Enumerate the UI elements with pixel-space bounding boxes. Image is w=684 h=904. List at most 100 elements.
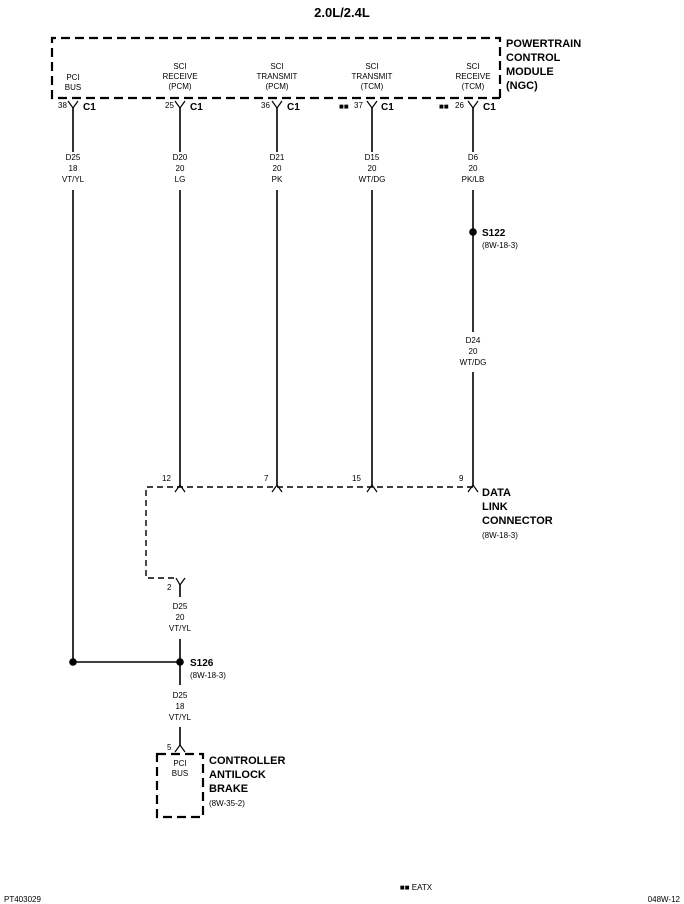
pcm-name-line-3: MODULE	[506, 66, 554, 78]
dlc-name-line-2: LINK	[482, 501, 508, 513]
pin-symbol	[467, 100, 479, 110]
pin-function-line: BUS	[65, 83, 81, 92]
wire-gauge: 18	[69, 164, 78, 173]
dlc-label: DATA LINK CONNECTOR (8W-18-3)	[482, 487, 553, 540]
abs-name-line-2: ANTILOCK	[209, 769, 266, 781]
pcm-pin-sci-transmit-pcm: SCI TRANSMIT (PCM) 36 C1 D21 20 PK	[257, 62, 301, 184]
dlc-name-line-1: DATA	[482, 487, 511, 499]
dlc-pin-number: 9	[459, 474, 464, 483]
pcm-pin-pci-bus: PCI BUS 38 C1 D25 18 VT/YL	[58, 73, 96, 184]
wire-color: LG	[175, 175, 186, 184]
pin-function-line: (TCM)	[462, 82, 485, 91]
abs-name-line-1: CONTROLLER	[209, 755, 285, 767]
page-number: 048W-12	[648, 895, 681, 904]
pin-function-line: SCI	[466, 62, 479, 71]
connector-id: C1	[381, 102, 394, 113]
pin-symbol	[271, 483, 283, 493]
pin-function-line: TRANSMIT	[352, 72, 393, 81]
wire-gauge: 20	[273, 164, 282, 173]
wire-color: WT/DG	[359, 175, 386, 184]
abs-ref: (8W-35-2)	[209, 799, 245, 808]
pin-function-line: RECEIVE	[162, 72, 197, 81]
dlc-pin-number: 12	[162, 474, 171, 483]
wire-d25-18-color: VT/YL	[169, 713, 192, 722]
wire-d25-18-gauge: 18	[176, 702, 185, 711]
dlc-pin-12: 12	[162, 474, 186, 493]
wire-color: VT/YL	[62, 175, 85, 184]
pin-function-line: SCI	[173, 62, 186, 71]
wire-gauge: 20	[176, 164, 185, 173]
pin-number: 26	[455, 101, 464, 110]
dlc-pin-number: 7	[264, 474, 269, 483]
abs-pin-function-line: PCI	[173, 759, 186, 768]
pin-function-line: PCI	[66, 73, 79, 82]
connector-id: C1	[287, 102, 300, 113]
dlc-pin-number: 15	[352, 474, 361, 483]
pcm-name-line-2: CONTROL	[506, 52, 561, 64]
pcm-box	[50, 36, 502, 100]
dlc-pin-7: 7	[264, 474, 283, 493]
pin-number: 38	[58, 101, 67, 110]
pin-number: 37	[354, 101, 363, 110]
eatx-marker: ■■	[339, 102, 349, 111]
wire-d25-20-code: D25	[173, 602, 188, 611]
dlc-name-line-3: CONNECTOR	[482, 515, 553, 527]
abs-pin-number: 5	[167, 743, 172, 752]
pin-symbol	[174, 483, 186, 493]
connector-id: C1	[83, 102, 96, 113]
wire-d24-code: D24	[466, 336, 481, 345]
pin-symbol	[67, 100, 79, 110]
dlc-pin-number: 2	[167, 583, 172, 592]
pcm-pin-sci-receive-tcm: SCI RECEIVE (TCM) ■■ 26 C1 D6 20 PK/LB	[439, 62, 496, 184]
wire-d24-gauge: 20	[469, 347, 478, 356]
wire-color: PK/LB	[462, 175, 485, 184]
abs-name-line-3: BRAKE	[209, 783, 248, 795]
wire-gauge: 20	[469, 164, 478, 173]
splice-s126-name: S126	[190, 658, 214, 669]
wire-code: D20	[173, 153, 188, 162]
pin-symbol	[271, 100, 283, 110]
pin-symbol	[174, 743, 186, 753]
pin-function-line: (PCM)	[168, 82, 191, 91]
dlc-box	[145, 486, 473, 579]
abs-label: CONTROLLER ANTILOCK BRAKE (8W-35-2)	[209, 755, 285, 808]
abs-controller-box	[155, 752, 205, 819]
diagram-title: 2.0L/2.4L	[314, 5, 370, 20]
pin-function-line: RECEIVE	[455, 72, 490, 81]
pin-function-line: SCI	[270, 62, 283, 71]
eatx-marker: ■■	[439, 102, 449, 111]
pin-symbol	[174, 100, 186, 110]
connector-id: C1	[483, 102, 496, 113]
pin-symbol	[366, 483, 378, 493]
wire-color: PK	[272, 175, 283, 184]
wire-code: D6	[468, 153, 479, 162]
dlc-ref: (8W-18-3)	[482, 531, 518, 540]
dlc-pin-2: 2	[167, 577, 186, 592]
wire-code: D21	[270, 153, 285, 162]
abs-pin-function-line: BUS	[172, 769, 188, 778]
abs-pin-5: 5	[167, 743, 186, 753]
eatx-legend: ■■ EATX	[400, 883, 433, 892]
wire-code: D25	[66, 153, 81, 162]
dlc-pin-9: 9	[459, 474, 479, 493]
pin-number: 25	[165, 101, 174, 110]
wire-d24-color: WT/DG	[460, 358, 487, 367]
pcm-name-line-4: (NGC)	[506, 80, 538, 92]
pin-symbol	[467, 483, 479, 493]
dlc-pin-15: 15	[352, 474, 378, 493]
pcm-label: POWERTRAIN CONTROL MODULE (NGC)	[506, 38, 581, 92]
wire-d25-20-color: VT/YL	[169, 624, 192, 633]
figure-id: PT403029	[4, 895, 41, 904]
pin-symbol	[175, 577, 186, 587]
pin-function-line: TRANSMIT	[257, 72, 298, 81]
splice-s122-name: S122	[482, 228, 506, 239]
pcm-pin-sci-receive-pcm: SCI RECEIVE (PCM) 25 C1 D20 20 LG	[162, 62, 203, 184]
connector-id: C1	[190, 102, 203, 113]
splice-s122-ref: (8W-18-3)	[482, 241, 518, 250]
pin-function-line: (PCM)	[265, 82, 288, 91]
wire-gauge: 20	[368, 164, 377, 173]
pcm-name-line-1: POWERTRAIN	[506, 38, 581, 50]
wire-d25-18-code: D25	[173, 691, 188, 700]
wire-code: D15	[365, 153, 380, 162]
